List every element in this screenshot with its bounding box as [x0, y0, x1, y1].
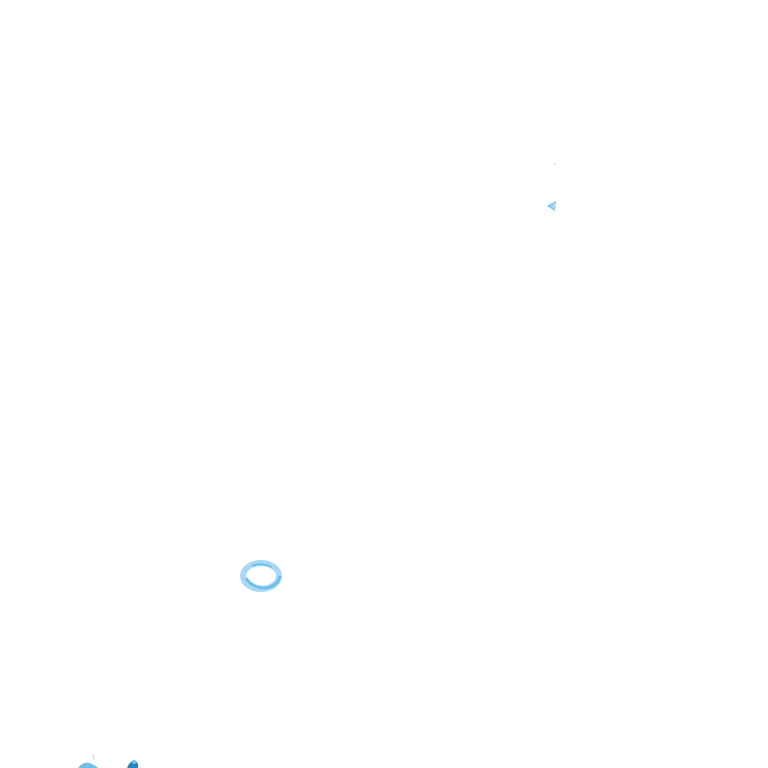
edge-splash-shape-right — [124, 758, 142, 768]
small-arrow-shape — [545, 199, 559, 213]
faint-dot-shape — [553, 162, 557, 166]
blue-ring-shape — [238, 558, 284, 594]
edge-splash-shape-left — [74, 752, 102, 768]
